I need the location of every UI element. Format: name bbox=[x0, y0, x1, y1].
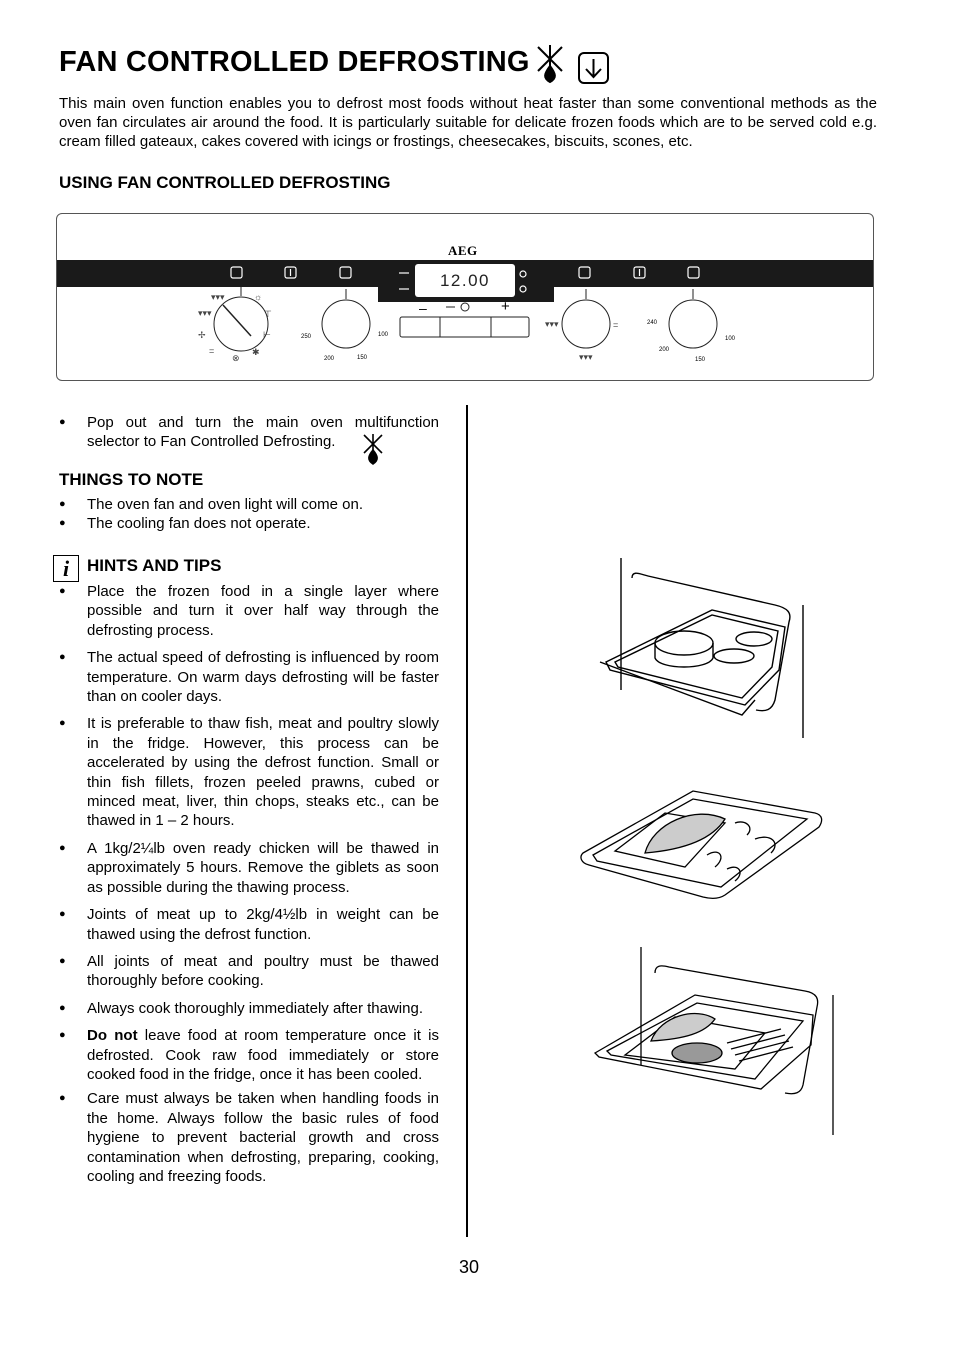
page-title: FAN CONTROLLED DEFROSTING bbox=[59, 46, 530, 78]
hints-list: Place the frozen food in a single layer … bbox=[59, 582, 439, 1186]
control-panel-drawing: ▾▾▾ ☼ ▾▾▾ ⊤ ✢ ⊢ = ⊗ ✱ ▾▾▾ = ▾▾▾ bbox=[57, 260, 873, 363]
temp-label: 200 bbox=[659, 347, 670, 353]
svg-text:⊤: ⊤ bbox=[264, 309, 272, 319]
defrost-fan-icon bbox=[363, 434, 383, 465]
temp-label: 240 bbox=[647, 320, 658, 326]
temp-label: 100 bbox=[725, 336, 736, 342]
list-item: A 1kg/2¼lb oven ready chicken will be th… bbox=[59, 839, 439, 897]
svg-text:⊗: ⊗ bbox=[232, 353, 240, 363]
list-item: The cooling fan does not operate. bbox=[59, 514, 439, 534]
oven-grill-illustration bbox=[593, 947, 834, 1135]
list-item: The oven fan and oven light will come on… bbox=[59, 495, 439, 515]
svg-text:✢: ✢ bbox=[198, 330, 206, 340]
list-item: Pop out and turn the main oven multifunc… bbox=[59, 413, 439, 452]
clock-display: 12.00 bbox=[439, 271, 491, 290]
list-item: Always cook thoroughly immediately after… bbox=[59, 999, 439, 1019]
svg-text:⊢: ⊢ bbox=[263, 330, 271, 340]
oven-tray-illustration bbox=[599, 558, 804, 738]
temp-label: 150 bbox=[695, 357, 706, 363]
list-item: Joints of meat up to 2kg/4½lb in weight … bbox=[59, 905, 439, 944]
svg-text:☼: ☼ bbox=[254, 292, 262, 302]
section-heading: USING FAN CONTROLLED DEFROSTING bbox=[59, 173, 391, 192]
temp-label: 250 bbox=[301, 334, 312, 340]
emphasis: Do not bbox=[87, 1027, 138, 1045]
svg-text:✱: ✱ bbox=[252, 347, 260, 357]
timer-minus-button[interactable]: – bbox=[419, 300, 427, 316]
svg-text:▾▾▾: ▾▾▾ bbox=[579, 352, 593, 362]
list-item: Place the frozen food in a single layer … bbox=[59, 582, 439, 640]
oven-control-panel: ▾▾▾ ☼ ▾▾▾ ⊤ ✢ ⊢ = ⊗ ✱ ▾▾▾ = ▾▾▾ AEG 12.00 – + 2… bbox=[56, 213, 874, 381]
svg-text:=: = bbox=[613, 320, 618, 330]
list-item: Do not leave food at room temperature on… bbox=[59, 1026, 439, 1084]
grill-rack-illustration bbox=[580, 790, 823, 899]
brand-logo: AEG bbox=[448, 243, 478, 258]
list-item: Care must always be taken when handling … bbox=[59, 1089, 439, 1186]
svg-text:▾▾▾: ▾▾▾ bbox=[198, 308, 212, 318]
step-text: Pop out and turn the main oven multifunc… bbox=[87, 414, 439, 451]
bottom-heat-arrow-icon bbox=[578, 52, 609, 84]
title-icons bbox=[537, 45, 609, 84]
defrost-fan-icon bbox=[537, 45, 563, 84]
svg-text:▾▾▾: ▾▾▾ bbox=[211, 292, 225, 302]
step-list: Pop out and turn the main oven multifunc… bbox=[59, 413, 439, 452]
list-item: The actual speed of defrosting is influe… bbox=[59, 648, 439, 706]
svg-text:▾▾▾: ▾▾▾ bbox=[545, 319, 559, 329]
svg-text:=: = bbox=[209, 346, 214, 356]
hints-heading: HINTS AND TIPS bbox=[87, 556, 222, 575]
page-number: 30 bbox=[458, 1257, 480, 1277]
list-item-text: leave food at room temperature once it i… bbox=[87, 1027, 439, 1083]
temp-label: 200 bbox=[324, 356, 335, 362]
list-item: All joints of meat and poultry must be t… bbox=[59, 952, 439, 991]
multifunction-selector-dial[interactable] bbox=[198, 300, 288, 365]
things-list: The oven fan and oven light will come on… bbox=[59, 495, 439, 534]
list-item: It is preferable to thaw fish, meat and … bbox=[59, 714, 439, 830]
column-divider bbox=[466, 405, 468, 1237]
temp-label: 150 bbox=[357, 355, 368, 361]
info-icon: i bbox=[53, 555, 79, 582]
things-heading: THINGS TO NOTE bbox=[59, 470, 204, 489]
temp-label: 100 bbox=[378, 332, 389, 338]
timer-plus-button[interactable]: + bbox=[501, 298, 510, 315]
intro-paragraph: This main oven function enables you to d… bbox=[59, 95, 877, 150]
